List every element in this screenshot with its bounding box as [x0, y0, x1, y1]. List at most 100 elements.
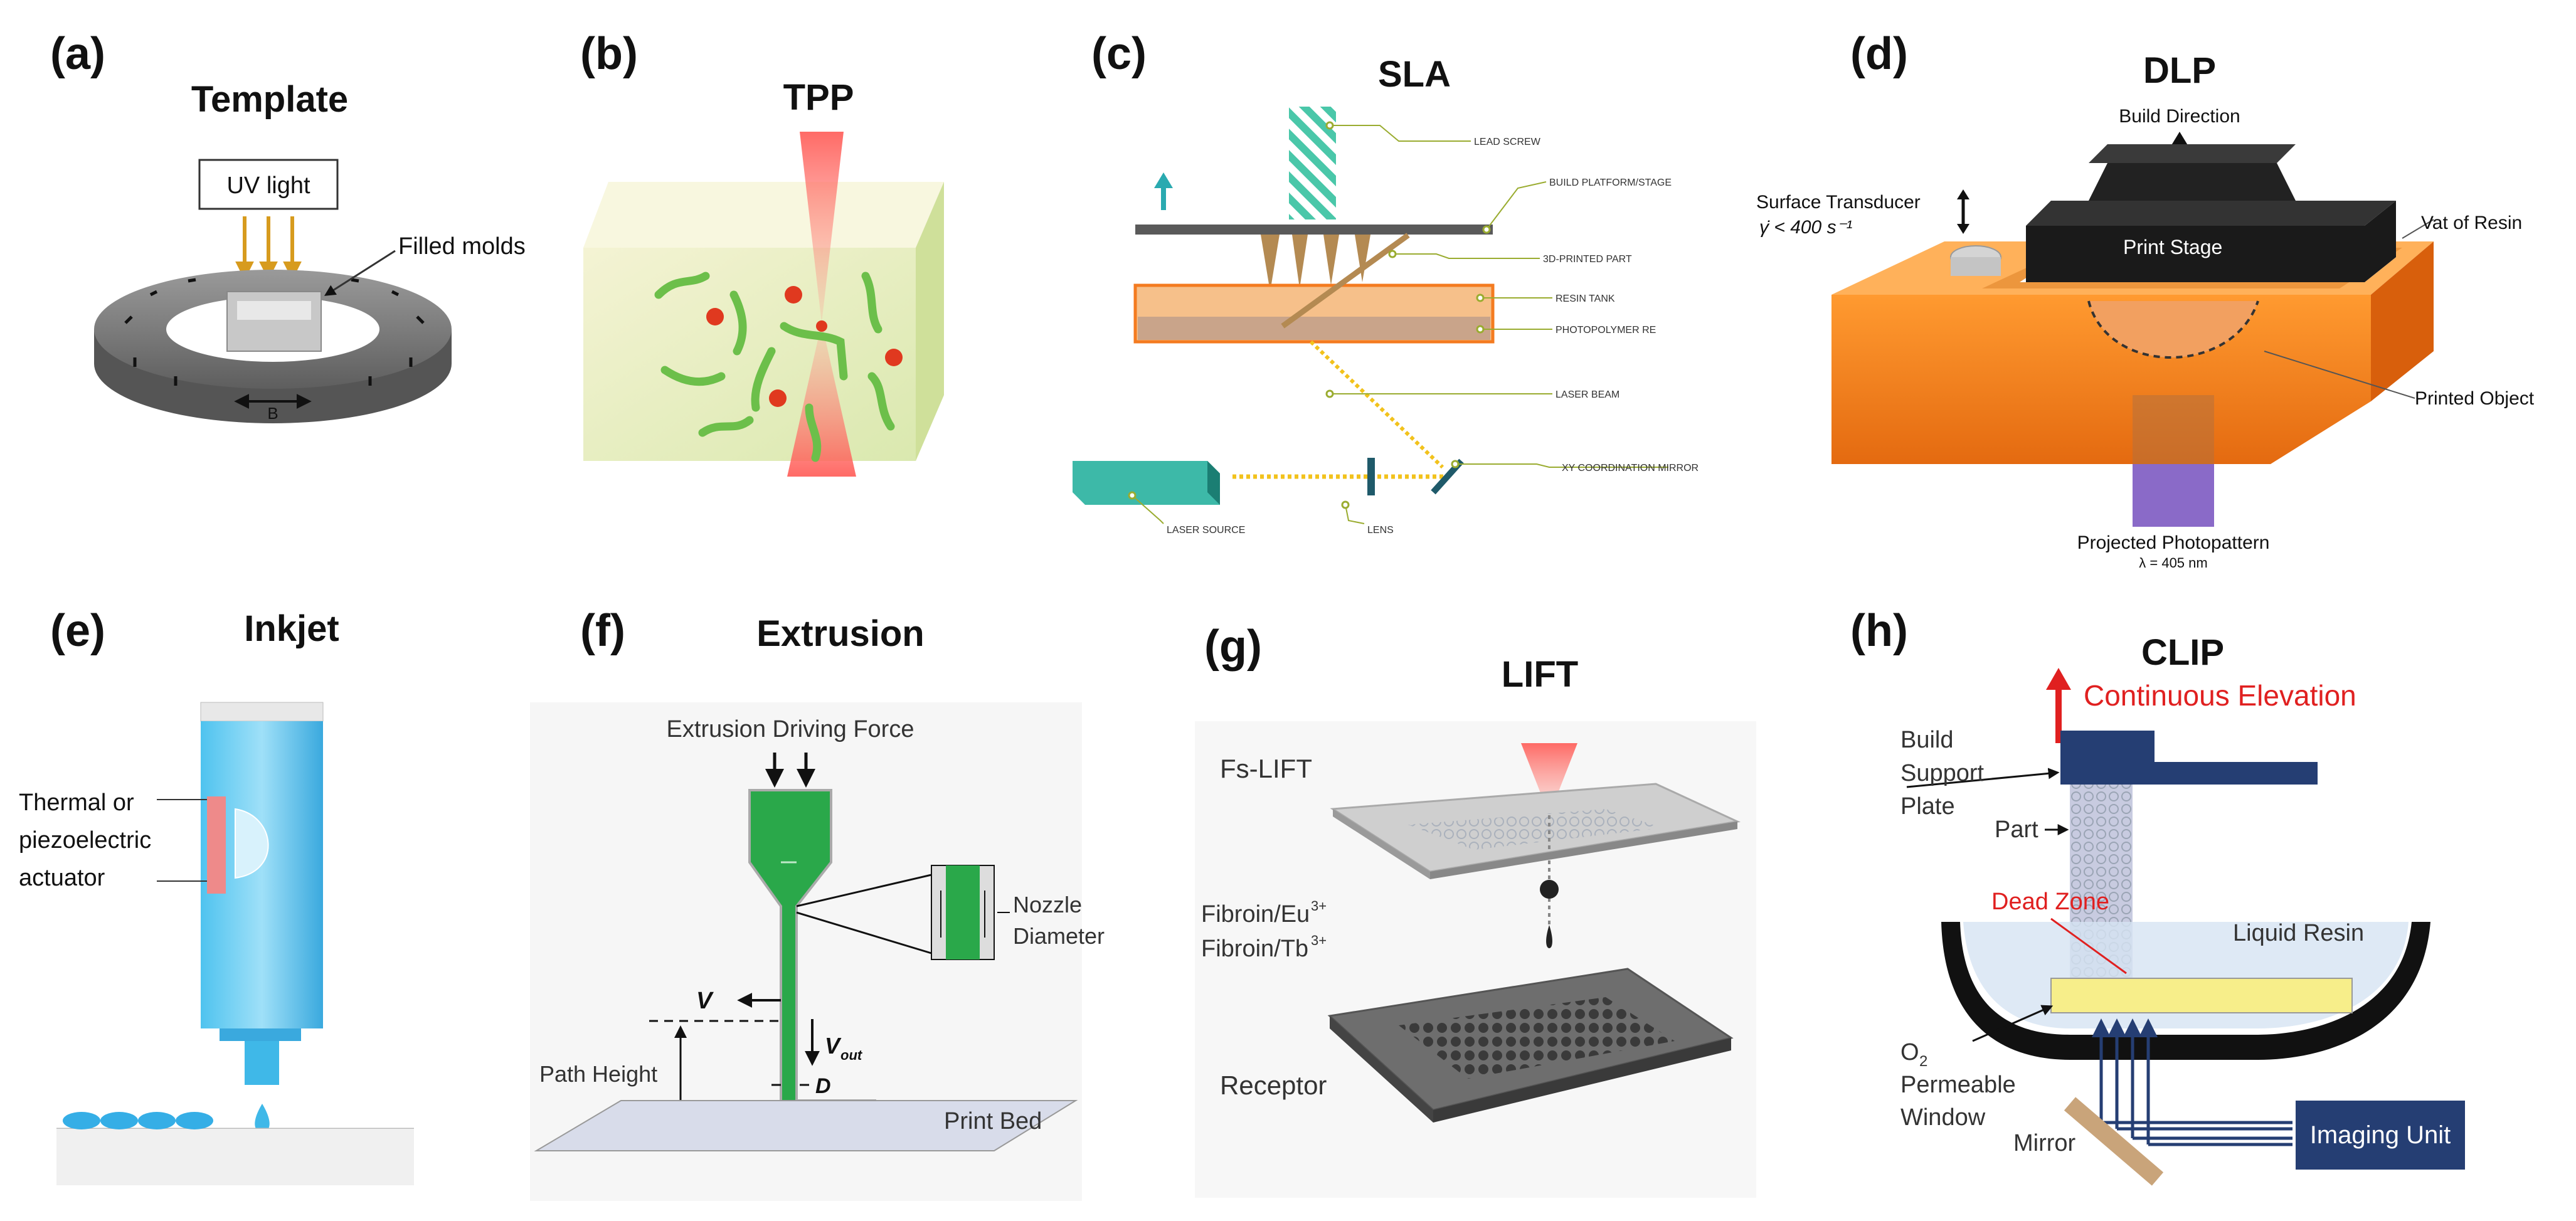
part-diagonal	[1281, 233, 1410, 329]
panel-a-letter: (a)	[50, 29, 105, 79]
panel-a-title: Template	[191, 79, 348, 120]
d-label: D	[815, 1074, 831, 1098]
fibroin-eu-label: Fibroin/Eu	[1201, 901, 1310, 928]
shear-rate-label: γ̇ < 400 s⁻¹	[1759, 217, 1852, 238]
actuator	[207, 796, 226, 894]
actuator-label-line-2: piezoelectric	[19, 827, 151, 854]
panel-f-title: Extrusion	[756, 613, 925, 654]
uv-rays	[235, 216, 302, 280]
uv-light-box	[198, 159, 339, 210]
actuator-label-line-3: actuator	[19, 865, 105, 891]
actuator-label-line-1: Thermal or	[19, 790, 134, 816]
sla-laser-beam: LASER BEAM	[1556, 389, 1619, 400]
dead-zone-label: Dead Zone	[1991, 889, 2109, 915]
laser-beam-upper	[1309, 340, 1444, 469]
clip-mirror	[2064, 1097, 2164, 1186]
path-height-label: Path Height	[539, 1061, 657, 1087]
panel-b: (b) TPP	[580, 29, 944, 477]
printed-object	[2087, 300, 2259, 359]
tpp-laser-top	[800, 132, 844, 323]
fibroin-tb-label: Fibroin/Tb	[1201, 936, 1308, 962]
nozzle-label-line-2: Diameter	[1013, 923, 1105, 949]
panel-g-letter: (g)	[1204, 621, 1262, 672]
vout-subscript: out	[840, 1047, 863, 1063]
sla-lens: LENS	[1367, 525, 1394, 536]
tpp-polymer-chains	[654, 272, 895, 462]
tpp-cube-top	[583, 182, 944, 248]
photopolymer-resin	[1138, 317, 1490, 340]
lens	[1367, 458, 1375, 495]
sla-build-platform: BUILD PLATFORM/STAGE	[1549, 177, 1672, 188]
uv-light-label: UV light	[226, 172, 310, 199]
panel-c-letter: (c)	[1091, 29, 1147, 79]
sla-photopolymer: PHOTOPOLYMER RE	[1556, 325, 1656, 336]
panel-g: (g) LIFT Fs-LIFT Fibroin/Eu 3+ Fibroin/T…	[1195, 621, 1756, 1198]
nozzle-label-line-1: Nozzle	[1013, 892, 1082, 917]
transferred-drop	[1540, 880, 1559, 899]
vout-label: V	[825, 1033, 842, 1059]
imaging-unit-label: Imaging Unit	[2310, 1121, 2451, 1149]
panel-h-title: CLIP	[2141, 632, 2224, 673]
sla-callout-dots	[1128, 121, 1491, 509]
tpp-laser-bottom	[787, 323, 856, 477]
imaging-light-rays	[2092, 1018, 2292, 1146]
printed-droplets	[63, 1112, 213, 1129]
inkjet-nozzle	[245, 1041, 279, 1085]
fibroin-eu-charge: 3+	[1311, 898, 1327, 914]
liquid-resin-label: Liquid Resin	[2233, 920, 2364, 946]
dead-zone-window	[2050, 978, 2353, 1013]
sla-printed-part: 3D-PRINTED PART	[1543, 254, 1632, 265]
laser-source	[1073, 461, 1220, 505]
mold-ring: B	[94, 270, 452, 423]
driving-force-arrows	[765, 753, 815, 788]
build-label-line-3: Plate	[1900, 793, 1955, 820]
panel-h-letter: (h)	[1850, 606, 1908, 656]
printed-part	[1261, 235, 1370, 292]
panel-h: (h) CLIP Continuous Elevation Build Supp…	[1850, 606, 2465, 1186]
wavelength-label: λ = 405 nm	[2139, 555, 2207, 571]
v-label: V	[696, 988, 714, 1014]
panel-c: (c) SLA	[1073, 29, 1699, 536]
panel-d-title: DLP	[2143, 50, 2216, 91]
imaging-unit	[2296, 1101, 2465, 1170]
filled-molds-label: Filled molds	[398, 233, 526, 260]
vat-label: Vat of Resin	[2421, 213, 2522, 233]
sla-resin-tank: RESIN TANK	[1556, 293, 1615, 304]
window-label-line-3: Window	[1900, 1104, 1986, 1131]
panel-g-title: LIFT	[1502, 654, 1578, 695]
print-bed-label: Print Bed	[944, 1108, 1042, 1134]
panel-e-title: Inkjet	[244, 608, 339, 649]
panel-a: (a) Template UV light B	[50, 29, 526, 423]
tpp-cube-front	[583, 248, 916, 461]
panel-f-letter: (f)	[580, 606, 625, 656]
sla-laser-source: LASER SOURCE	[1167, 525, 1245, 536]
part-label: Part	[1995, 817, 2038, 843]
panel-d-letter: (d)	[1850, 29, 1908, 79]
window-label-line-1: O	[1900, 1039, 1919, 1065]
ink-droplet	[255, 1104, 270, 1132]
panel-c-title: SLA	[1378, 54, 1451, 95]
panel-f: (f) Extrusion Extrusion Driving Force No…	[530, 606, 1105, 1201]
print-bed	[534, 1100, 1078, 1151]
sla-lead-screw: LEAD SCREW	[1474, 137, 1541, 147]
build-direction-label: Build Direction	[2119, 106, 2240, 127]
tpp-cube-side	[916, 182, 944, 461]
build-label-line-2: Support	[1900, 760, 1985, 786]
build-plate-top	[2060, 731, 2155, 762]
zoom-lines	[796, 874, 932, 954]
platform-up-arrowhead	[1154, 172, 1173, 188]
photopattern-beam	[2133, 464, 2214, 527]
continuous-elevation-label: Continuous Elevation	[2084, 679, 2356, 712]
panel-b-letter: (b)	[580, 29, 638, 79]
actuator-bubble	[235, 808, 269, 879]
resin-vat-front	[1831, 295, 2371, 464]
b-field-label: B	[267, 404, 278, 423]
receptor-dots	[1399, 997, 1675, 1079]
window-label-line-2: Permeable	[1900, 1072, 2016, 1098]
print-stage-label: Print Stage	[2123, 236, 2222, 258]
fs-laser	[1521, 743, 1577, 815]
fibroin-tb-charge: 3+	[1311, 933, 1327, 948]
panel-d: (d) DLP Build Direction Surface Transduc…	[1756, 29, 2535, 571]
printed-object-label: Printed Object	[2415, 388, 2535, 409]
